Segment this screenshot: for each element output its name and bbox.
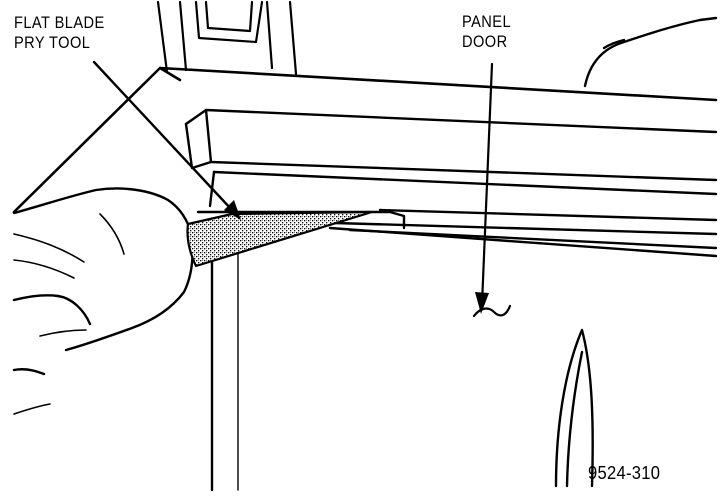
window-frame: [156, 0, 298, 76]
door-handle: [554, 328, 594, 488]
pry-tool-label: FLAT BLADE PRY TOOL: [14, 13, 105, 53]
panel-door-arrow: [472, 62, 512, 318]
arrowheads: [224, 200, 489, 314]
panel-door-edge: [196, 208, 718, 258]
door-trim-inner: [184, 108, 718, 208]
hand: [12, 187, 194, 415]
pry-tool-arrowhead: [224, 200, 241, 220]
panel-door-label: PANEL DOOR: [462, 12, 511, 52]
pry-tool-leader: [92, 60, 234, 212]
pry-tool-label-line-2: PRY TOOL: [14, 33, 91, 52]
seat-outline: [583, 16, 718, 88]
door-trim-outer: [12, 66, 718, 214]
panel-door-label-line-1: PANEL: [462, 12, 512, 31]
panel-door-arrowhead: [475, 292, 489, 314]
door-panel-body: [210, 251, 239, 492]
flat-blade-pry-tool: [186, 210, 374, 268]
panel-door-label-line-2: DOOR: [462, 32, 508, 51]
figure-number: 9524-310: [588, 463, 661, 483]
pry-tool-label-line-1: FLAT BLADE: [14, 13, 105, 32]
